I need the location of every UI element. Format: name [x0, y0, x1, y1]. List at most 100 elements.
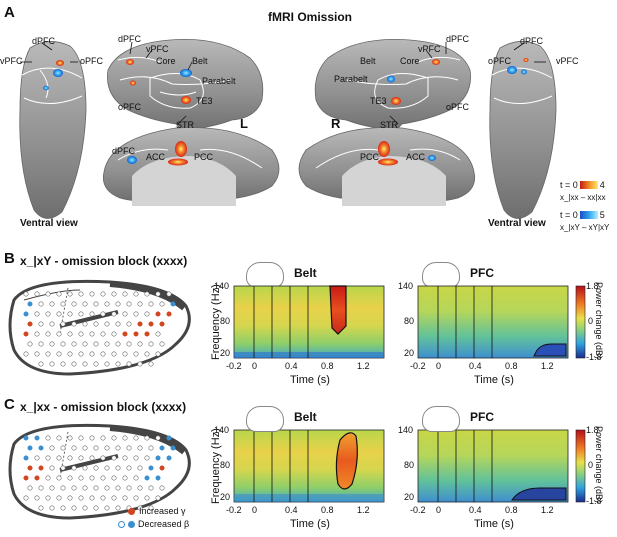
label-opfc: oPFC: [488, 56, 512, 66]
fmri-legend-cool: t = 0 5 x_|xY – xY|xY: [560, 210, 616, 232]
electrode-dot: [34, 495, 40, 501]
right-lateral-brain: [314, 39, 471, 134]
inset-brain-map: [246, 406, 284, 432]
x-tick: 0.8: [505, 361, 518, 371]
electrode-dot: [155, 455, 161, 461]
activation-blob: [521, 69, 527, 75]
electrode-dot: [78, 311, 84, 317]
electrode-dot: [148, 301, 154, 307]
decreased-open-dot-icon: [118, 520, 125, 528]
electrode-dot: [104, 321, 110, 327]
electrode-dot: [23, 311, 29, 317]
label-core: Core: [156, 56, 176, 66]
panel-a-letter: A: [4, 4, 15, 21]
label-pcc: PCC: [194, 152, 214, 162]
significant-cluster: [329, 285, 347, 335]
electrode-dot: [133, 291, 139, 297]
electrode-dot: [133, 455, 139, 461]
electrode-dot: [49, 341, 55, 347]
cool-colorbar: [579, 211, 598, 219]
electrode-dot: [38, 321, 44, 327]
activation-blob: [168, 158, 188, 166]
electrode-dot: [49, 465, 55, 471]
electrode-dot: [166, 311, 172, 317]
x-tick: 1.2: [541, 505, 554, 515]
electrode-dot: [89, 455, 95, 461]
x-tick: 0.8: [505, 505, 518, 515]
electrode-dot: [89, 291, 95, 297]
electrode-dot: [56, 291, 62, 297]
electrode-dot: [38, 301, 44, 307]
electrode-dot: [166, 455, 172, 461]
electrode-dot: [71, 445, 77, 451]
activation-blob: [432, 59, 440, 65]
plot-b2-title: PFC: [470, 266, 494, 280]
label-vpfc: vPFC: [146, 44, 169, 54]
electrode-dot: [56, 455, 62, 461]
electrode-dot: [60, 301, 66, 307]
electrode-dot: [137, 445, 143, 451]
electrode-dot: [144, 435, 150, 441]
colorbar-tick: 1.8: [586, 425, 599, 435]
electrode-dot: [148, 465, 154, 471]
c-xlabel: Time (s): [474, 518, 514, 530]
electrode-dot: [60, 505, 66, 511]
x-tick: 0: [252, 505, 258, 515]
electrode-dot: [111, 455, 117, 461]
electrode-dot: [23, 331, 29, 337]
label-belt: Belt: [192, 56, 208, 66]
electrode-dot: [60, 445, 66, 451]
electrode-dot: [155, 311, 161, 317]
electrode-dot: [78, 495, 84, 501]
colorbar-tick: 0: [588, 316, 594, 326]
label-dpfc: dPFC: [32, 36, 56, 46]
x-tick: 0.4: [285, 361, 298, 371]
electrode-dot: [137, 505, 143, 511]
electrode-dot: [122, 331, 128, 337]
y-tick: 20: [220, 348, 231, 358]
electrode-dot: [100, 455, 106, 461]
electrode-dot: [115, 301, 121, 307]
activation-blob: [56, 60, 64, 66]
electrode-dot: [122, 495, 128, 501]
panel-c-electrode-map: [8, 423, 191, 520]
electrode-dot: [137, 341, 143, 347]
electrode-dot: [111, 475, 117, 481]
electrode-dot: [126, 445, 132, 451]
electrode-dot: [82, 341, 88, 347]
electrode-dot: [78, 331, 84, 337]
electrode-dot: [38, 485, 44, 491]
electrode-dot: [56, 311, 62, 317]
cool-contrast-label: x_|xY – xY|xY: [560, 223, 610, 232]
electrode-dot: [115, 321, 121, 327]
y-tick: 140: [214, 281, 230, 291]
electrode-dot: [82, 361, 88, 367]
activation-blob: [130, 80, 136, 86]
x-tick: 1.2: [541, 361, 554, 371]
electrode-dot: [100, 435, 106, 441]
electrode-dot: [155, 351, 161, 357]
electrode-dot: [137, 465, 143, 471]
electrode-dot: [67, 455, 73, 461]
panel-b-electrode-map: [8, 279, 191, 376]
event-lines: [437, 286, 493, 358]
electrode-dot: [159, 321, 165, 327]
label-dpfc: dPFC: [520, 36, 544, 46]
electrode-dot: [122, 475, 128, 481]
event-lines: [253, 286, 309, 358]
label-opfc: oPFC: [118, 102, 142, 112]
electrode-dot: [155, 435, 161, 441]
electrode-dot: [38, 445, 44, 451]
label-dpfc: dPFC: [118, 34, 142, 44]
electrode-dot: [89, 311, 95, 317]
significant-cluster: [335, 432, 358, 490]
label-te3: TE3: [196, 96, 213, 106]
electrode-dot: [104, 465, 110, 471]
x-tick: 0: [252, 361, 258, 371]
electrode-dot: [34, 435, 40, 441]
electrode-dot: [38, 465, 44, 471]
legend-decreased: Decreased β: [118, 519, 189, 529]
spectrogram-b-belt: [233, 285, 385, 359]
electrode-dot: [144, 455, 150, 461]
electrode-dot: [38, 505, 44, 511]
